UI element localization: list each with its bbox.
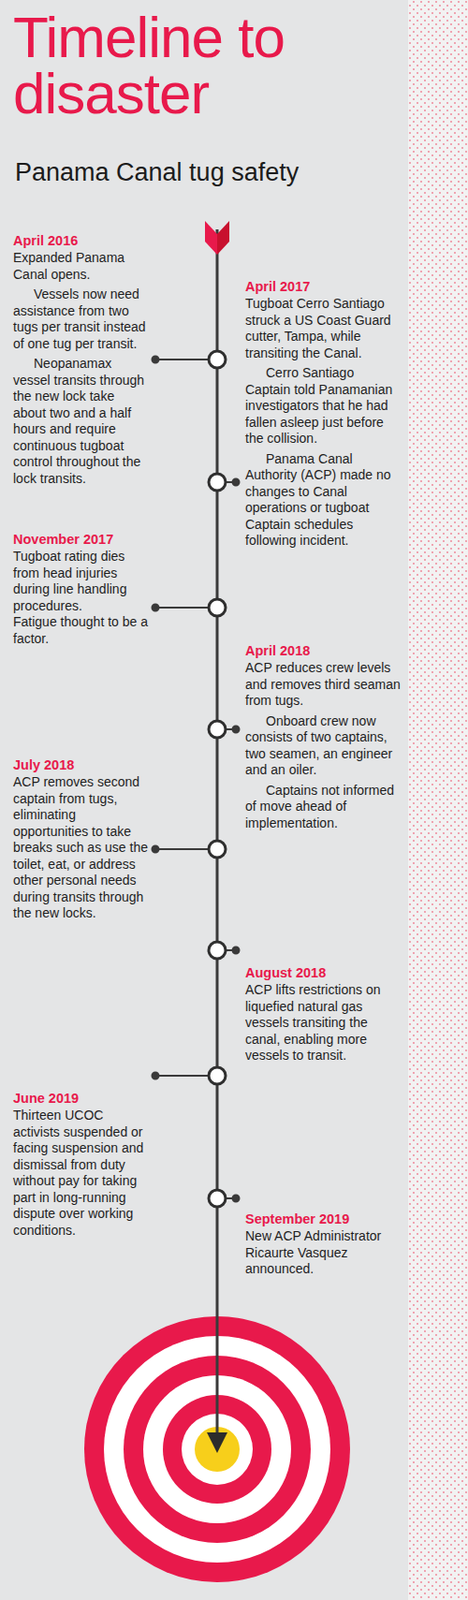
leader-lines — [152, 356, 240, 1202]
entry-date: September 2019 — [245, 1210, 403, 1228]
entry-text: Fatigue thought to be a factor. — [13, 614, 150, 647]
title-block: Timeline to disaster — [13, 9, 322, 122]
timeline-entry: April 2017Tugboat Cerro Santiago struck … — [245, 277, 403, 550]
timeline-entry: Panama Canal tug safety — [14, 157, 455, 188]
entry-date: June 2019 — [13, 1089, 150, 1107]
entry-text: Neopanamax vessel transits through the n… — [13, 355, 150, 487]
entry-text: Captains not informed of move ahead of i… — [245, 782, 403, 833]
entry-date: April 2016 — [13, 232, 150, 249]
entry-text: Expanded Panama Canal opens. — [13, 249, 150, 283]
entry-date: July 2018 — [13, 756, 150, 774]
timeline-entry: April 2016Expanded Panama Canal opens.Ve… — [13, 232, 150, 487]
entry-text: ACP reduces crew levels and removes thir… — [245, 659, 403, 710]
arrow-shaft — [216, 229, 220, 1440]
entry-text: Vessels now need assistance from two tug… — [13, 286, 150, 352]
entry-text: Onboard crew now consists of two captain… — [245, 713, 403, 779]
entry-text: New ACP Administrator Ricaurte Vasquez a… — [245, 1228, 403, 1278]
dot-pattern — [408, 0, 468, 1600]
entry-text: Thirteen UCOC activists suspended or fac… — [13, 1107, 150, 1239]
entry-date: November 2017 — [13, 530, 150, 548]
timeline-entry: August 2018ACP lifts restrictions on liq… — [245, 964, 403, 1065]
entry-date: April 2018 — [245, 642, 403, 659]
arrow-fletching — [204, 220, 230, 255]
entry-text: Panama Canal Authority (ACP) made no cha… — [245, 451, 403, 550]
entry-text: Cerro Santiago Captain told Panamanian i… — [245, 365, 403, 448]
timeline-entry: April 2018ACP reduces crew levels and re… — [245, 642, 403, 832]
page-title: Timeline to disaster — [13, 9, 322, 122]
entry-date: April 2017 — [245, 277, 403, 295]
entry-text: ACP removes second captain from tugs, el… — [13, 774, 150, 922]
entry-text: ACP lifts restrictions on liquefied natu… — [245, 981, 403, 1065]
entry-text: Tugboat rating dies from head injuries d… — [13, 548, 150, 615]
timeline-entry: June 2019Thirteen UCOC activists suspend… — [13, 1089, 150, 1239]
timeline-circles — [208, 351, 226, 1207]
timeline-entry: November 2017Tugboat rating dies from he… — [13, 530, 150, 647]
entry-text: Tugboat Cerro Santiago struck a US Coast… — [245, 295, 403, 362]
subtitle: Panama Canal tug safety — [14, 157, 455, 188]
timeline-entry: September 2019New ACP Administrator Rica… — [245, 1210, 403, 1278]
entry-date: August 2018 — [245, 964, 403, 981]
timeline-entry: July 2018ACP removes second captain from… — [13, 756, 150, 922]
arrow-head — [206, 1432, 228, 1453]
side-strip — [408, 0, 468, 1600]
